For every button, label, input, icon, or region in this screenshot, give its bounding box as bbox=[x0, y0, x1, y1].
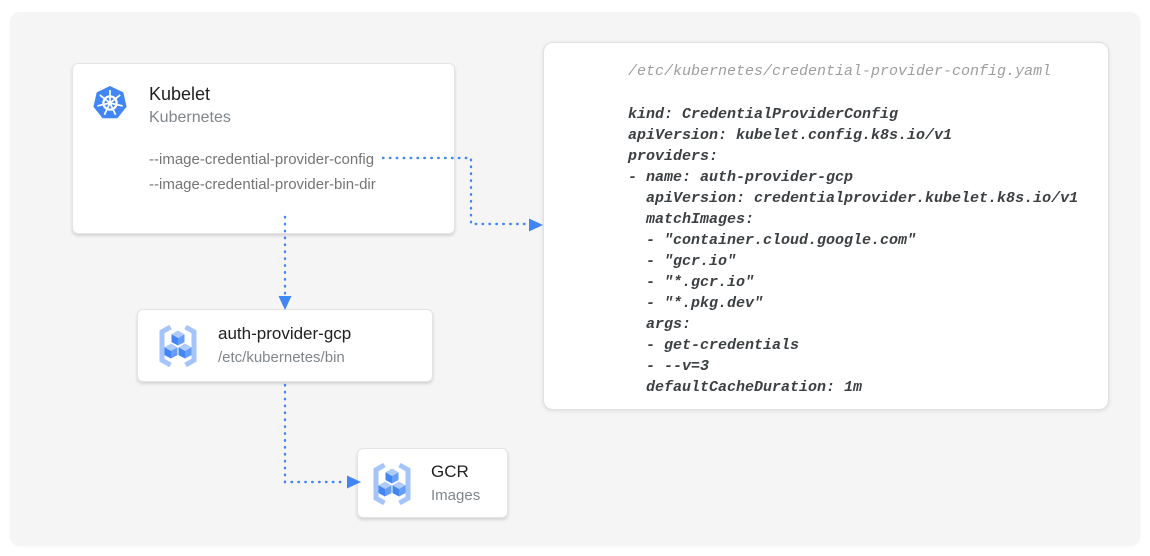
gcr-subtitle: Images bbox=[431, 487, 481, 504]
code-line: defaultCacheDuration: 1m bbox=[628, 379, 863, 396]
kubelet-title: Kubelet bbox=[149, 84, 211, 104]
config-file-path: /etc/kubernetes/credential-provider-conf… bbox=[628, 63, 1052, 80]
config-yaml-code: kind: CredentialProviderConfig apiVersio… bbox=[628, 104, 1092, 398]
gcr-title: GCR bbox=[431, 462, 469, 481]
code-line: args: bbox=[628, 316, 692, 333]
code-line: - get-credentials bbox=[628, 337, 800, 354]
code-line: apiVersion: kubelet.config.k8s.io/v1 bbox=[628, 127, 953, 144]
code-line: - "*.pkg.dev" bbox=[628, 295, 764, 312]
code-line: - name: auth-provider-gcp bbox=[628, 169, 854, 186]
code-line: providers: bbox=[628, 148, 719, 165]
kubelet-flags: --image-credential-provider-config --ima… bbox=[149, 147, 376, 197]
kubelet-subtitle: Kubernetes bbox=[149, 109, 231, 126]
code-line: kind: CredentialProviderConfig bbox=[628, 106, 899, 123]
kubelet-card: Kubelet Kubernetes --image-credential-pr… bbox=[72, 63, 455, 234]
code-line: apiVersion: credentialprovider.kubelet.k… bbox=[628, 190, 1079, 207]
gcr-registry-icon bbox=[368, 460, 416, 508]
auth-provider-subtitle: /etc/kubernetes/bin bbox=[218, 349, 345, 366]
code-line: - "container.cloud.google.com" bbox=[628, 232, 917, 249]
code-line: - "gcr.io" bbox=[628, 253, 737, 270]
flag-image-credential-provider-config: --image-credential-provider-config bbox=[149, 151, 375, 168]
container-registry-icon bbox=[154, 322, 202, 370]
code-line: matchImages: bbox=[628, 211, 755, 228]
kubernetes-icon bbox=[90, 83, 130, 123]
code-line: - --v=3 bbox=[628, 358, 710, 375]
code-line: - "*.gcr.io" bbox=[628, 274, 755, 291]
auth-provider-title: auth-provider-gcp bbox=[218, 324, 352, 343]
credential-provider-config-panel: /etc/kubernetes/credential-provider-conf… bbox=[543, 42, 1109, 410]
gcr-card: GCR Images bbox=[357, 448, 508, 518]
auth-provider-gcp-card: auth-provider-gcp /etc/kubernetes/bin bbox=[137, 309, 433, 382]
flag-image-credential-provider-bin-dir: --image-credential-provider-bin-dir bbox=[149, 176, 376, 193]
